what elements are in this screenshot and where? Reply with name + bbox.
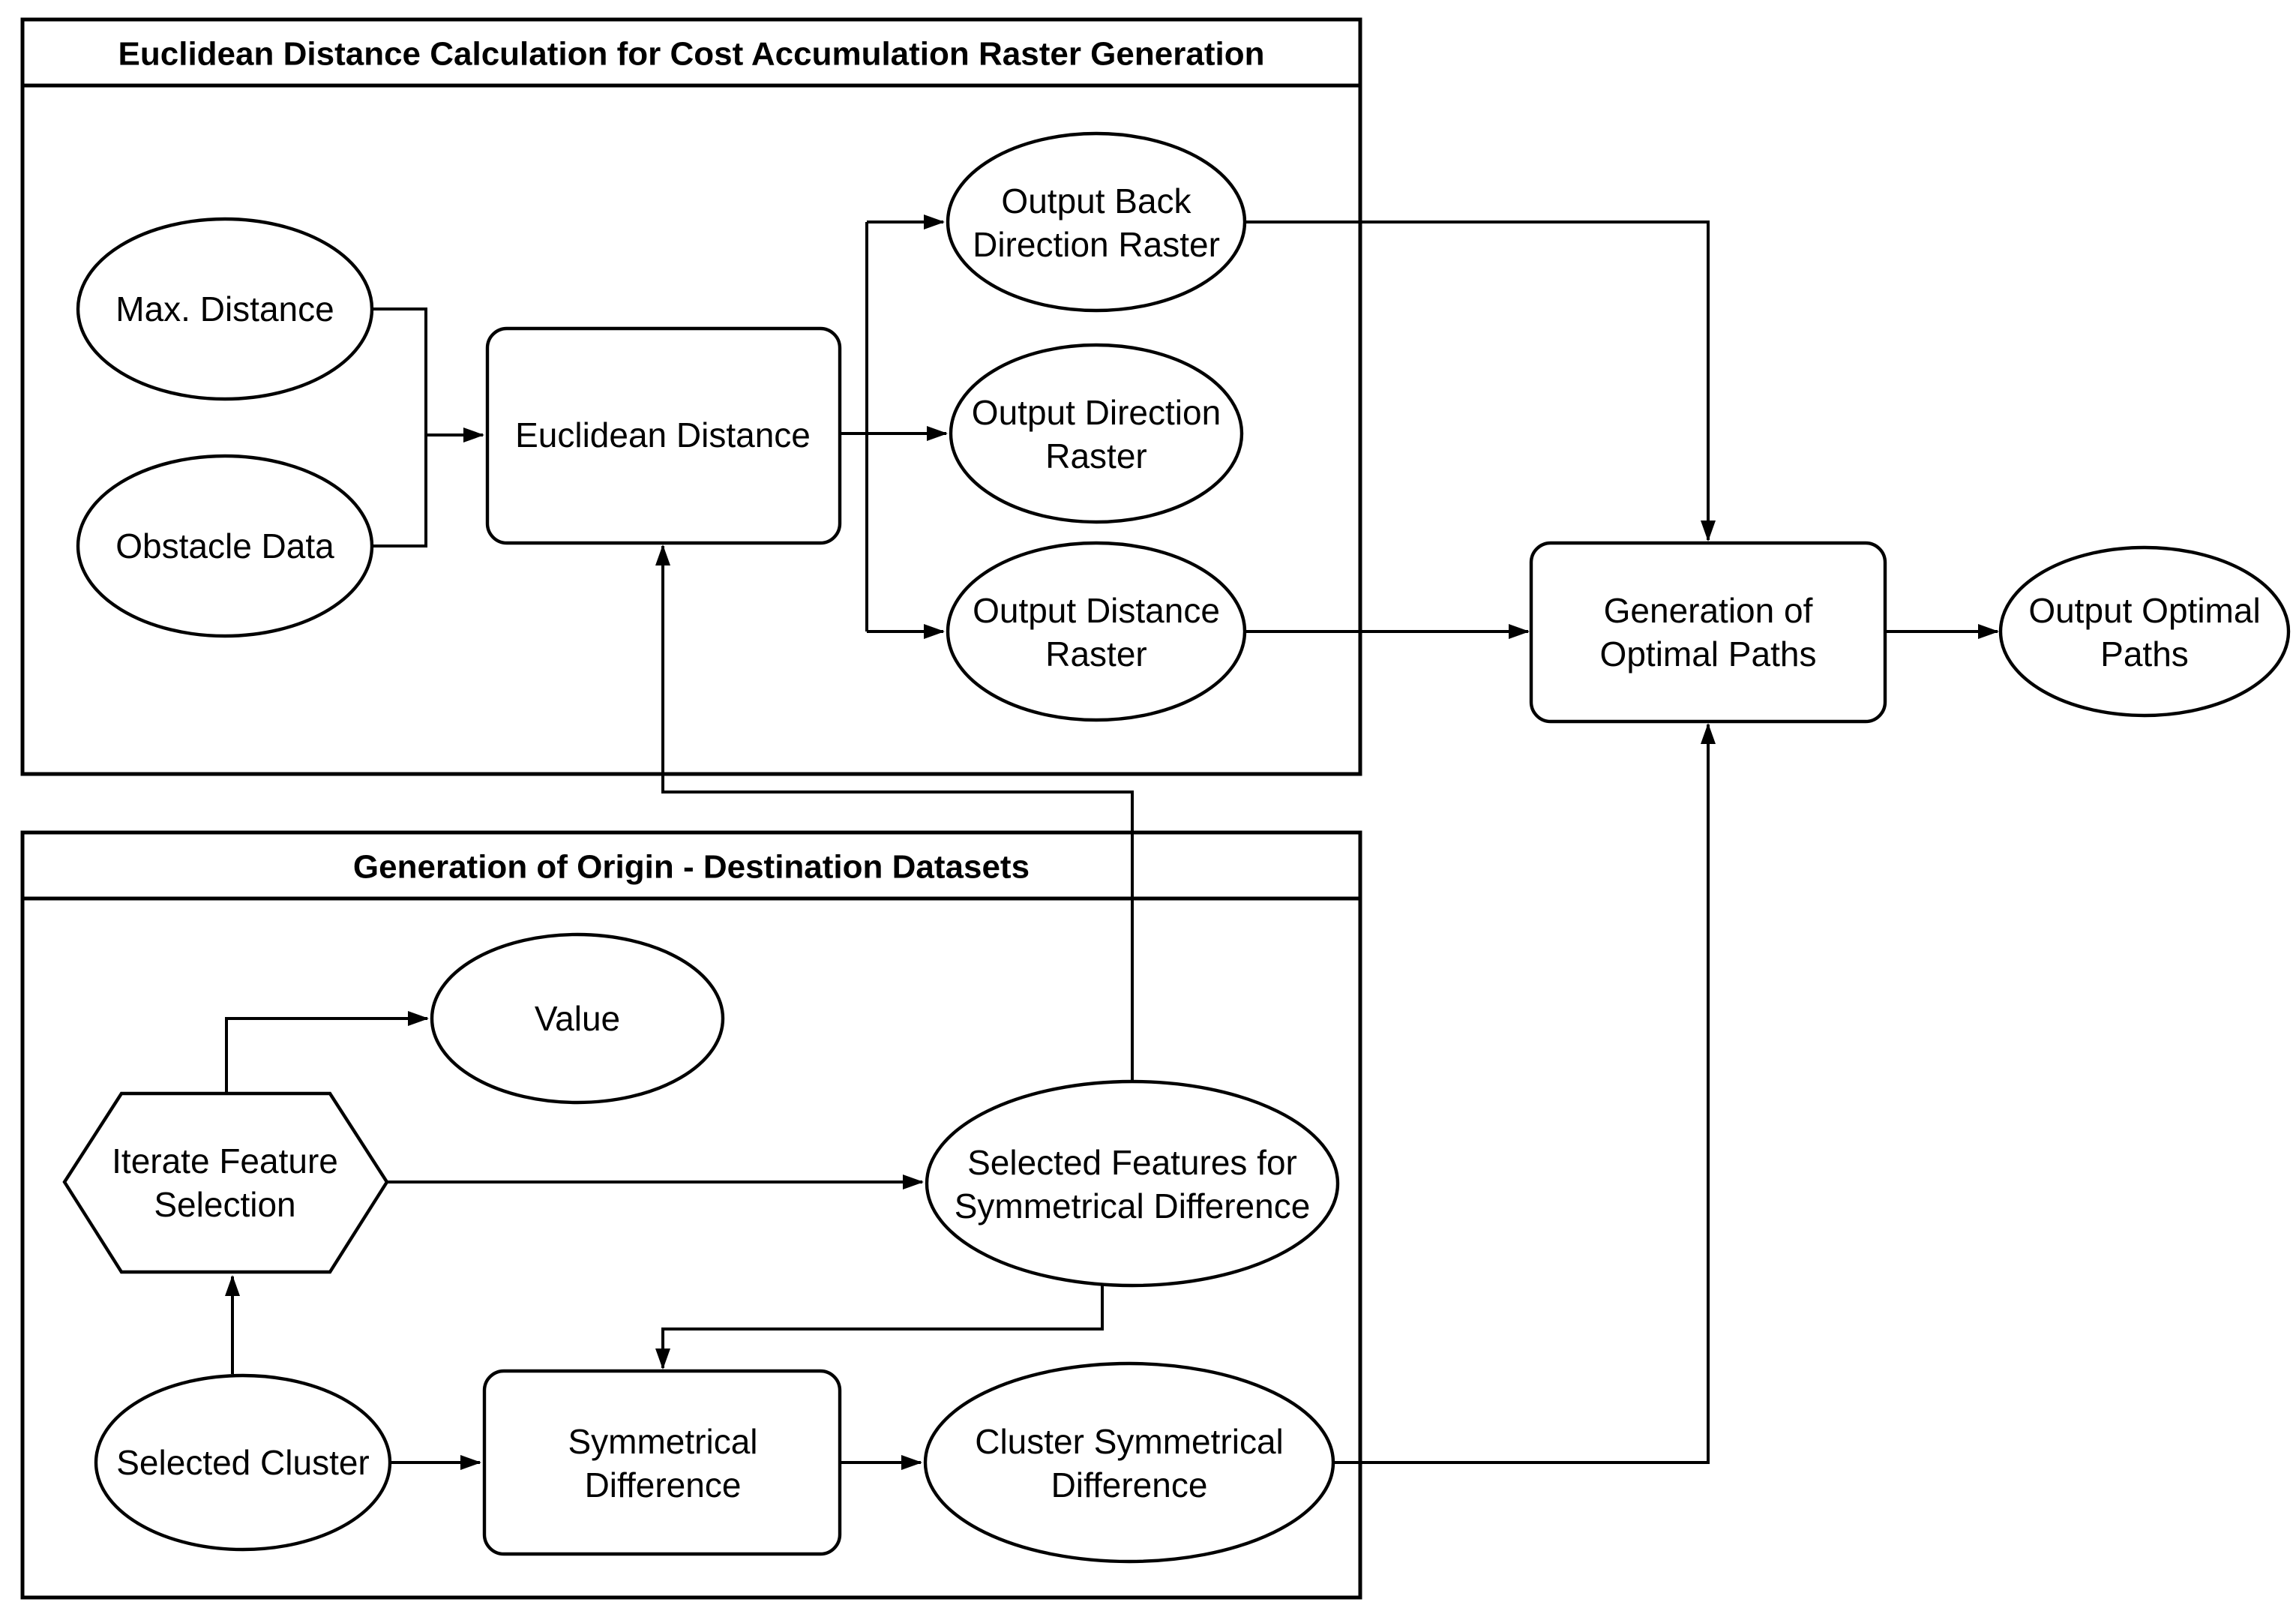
node-euclidean-distance: Euclidean Distance [485,326,842,545]
node-symmetrical-difference-label-line-1: Symmetrical [568,1422,757,1461]
output-optimal-paths-ellipse [1998,545,2291,718]
cluster-symmetrical-difference-ellipse [923,1361,1335,1564]
symmetrical-difference-box [482,1369,842,1556]
node-obstacle-data: Obstacle Data [76,454,374,638]
node-obstacle-data-label: Obstacle Data [115,526,334,566]
node-selected-cluster: Selected Cluster [94,1373,392,1552]
node-output-distance-raster-label-line-2: Raster [1045,634,1147,674]
euclidean-distance-box [485,326,842,545]
node-output-optimal-paths-label-line-1: Output Optimal [2028,591,2260,630]
node-symmetrical-difference-label-line-2: Difference [585,1466,742,1504]
max-distance-ellipse [76,217,374,401]
node-value: Value [430,932,725,1105]
node-cluster-symmetrical-difference-label-line-2: Difference [1051,1466,1208,1504]
node-generation-of-optimal-paths: Generation of Optimal Paths [1529,541,1887,724]
node-euclidean-distance-label: Euclidean Distance [515,416,811,454]
node-selected-features-label-line-2: Symmetrical Difference [955,1186,1311,1226]
node-selected-features-label-line-1: Selected Features for [967,1143,1297,1182]
node-output-optimal-paths-label-line-2: Paths [2100,634,2189,674]
output-distance-raster-ellipse [946,541,1247,722]
obstacle-data-ellipse [76,454,374,638]
node-generation-of-optimal-paths-label-line-2: Optimal Paths [1600,634,1817,674]
group-origin-destination-title: Generation of Origin - Destination Datas… [353,849,1030,886]
value-ellipse [430,932,725,1105]
node-max-distance: Max. Distance [76,217,374,401]
edge-inputs-to-bus [370,308,427,548]
node-output-distance-raster: Output Distance Raster [946,541,1247,722]
selected-features-ellipse [925,1079,1340,1288]
edge-selected-features-to-euclidean-distance [655,544,1134,1083]
node-output-back-direction-raster: Output Back Direction Raster [946,131,1247,313]
node-selected-features-for-symmetrical-difference: Selected Features for Symmetrical Differ… [925,1079,1340,1288]
node-iterate-feature-selection: Iterate Feature Selection [62,1091,389,1274]
node-output-direction-raster-label-line-1: Output Direction [972,393,1221,432]
node-symmetrical-difference: Symmetrical Difference [482,1369,842,1556]
output-direction-raster-ellipse [949,343,1244,524]
edges [225,214,1999,1470]
selected-cluster-ellipse [94,1373,392,1552]
node-iterate-feature-selection-label-line-2: Selection [154,1185,295,1224]
node-output-distance-raster-label-line-1: Output Distance [973,591,1220,630]
node-max-distance-label: Max. Distance [115,290,334,328]
node-iterate-feature-selection-label-line-1: Iterate Feature [112,1142,338,1180]
node-generation-of-optimal-paths-label-line-1: Generation of [1604,591,1813,630]
node-cluster-symmetrical-difference: Cluster Symmetrical Difference [923,1361,1335,1564]
node-output-direction-raster-label-line-2: Raster [1045,436,1147,476]
edge-output-back-direction-raster-to-generation-of-optimal-paths [1245,220,1716,542]
group-euclidean-title: Euclidean Distance Calculation for Cost … [118,36,1265,73]
generation-of-optimal-paths-box [1529,541,1887,724]
iterate-feature-selection-hexagon [62,1091,389,1274]
node-output-back-direction-raster-label-line-2: Direction Raster [973,225,1220,264]
node-selected-cluster-label: Selected Cluster [116,1443,370,1482]
node-cluster-symmetrical-difference-label-line-1: Cluster Symmetrical [975,1422,1284,1461]
edge-iterate-feature-selection-to-value [225,1011,429,1094]
node-output-optimal-paths: Output Optimal Paths [1998,545,2291,718]
node-value-label: Value [535,999,620,1038]
node-output-direction-raster: Output Direction Raster [949,343,1244,524]
edge-selected-features-to-symmetrical-difference [655,1282,1104,1370]
edge-cluster-symmetrical-difference-to-generation-of-optimal-paths [1333,723,1716,1464]
node-output-back-direction-raster-label-line-1: Output Back [1001,182,1191,220]
output-back-direction-raster-ellipse [946,131,1247,313]
